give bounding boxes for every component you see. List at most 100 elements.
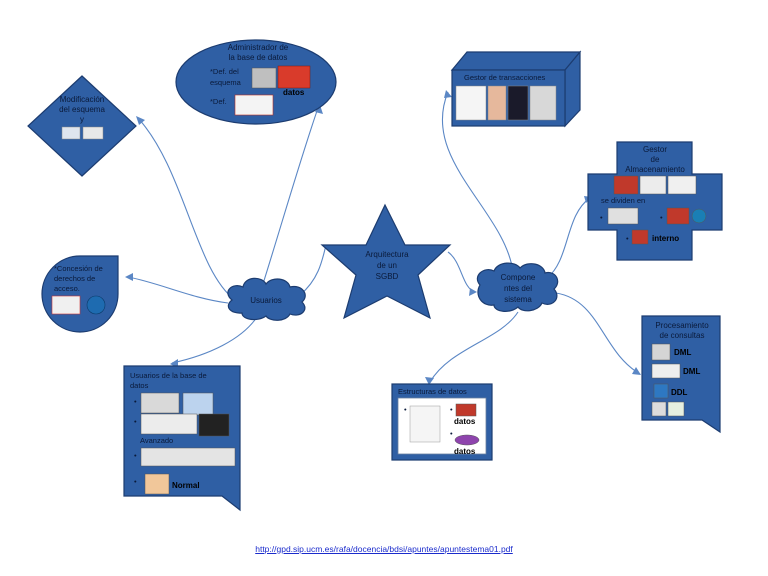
- usuarios-bd-line2: datos: [130, 381, 149, 390]
- center-star[interactable]: Arquitectura de un SGBD: [320, 203, 452, 320]
- center-line3: SGBD: [376, 272, 399, 281]
- procesamiento-dml2: DML: [683, 367, 700, 376]
- drive-image: [667, 175, 697, 195]
- usuarios-bd-avanzado: Avanzado: [140, 436, 173, 445]
- document-image: [234, 94, 274, 116]
- usuarios-bd-normal: Normal: [172, 481, 200, 490]
- almacenamiento-se-dividen: se dividen en: [601, 196, 645, 205]
- key-image: [51, 295, 81, 315]
- advanced-users-image: [140, 447, 236, 467]
- transacciones-box[interactable]: Gestor de transacciones: [450, 50, 582, 128]
- connector-componentes-almacenamiento: [546, 197, 591, 279]
- connector-usuarios-administrador: [261, 107, 319, 288]
- estructuras-title: Estructuras de datos: [398, 387, 467, 396]
- computer-image: [140, 413, 198, 435]
- bullet: •: [134, 397, 137, 406]
- almacenamiento-interno: interno: [652, 234, 679, 243]
- administrador-item2: *Def.: [210, 97, 227, 106]
- optimizer-image: [667, 401, 685, 417]
- modificacion-line3: y: [80, 115, 84, 124]
- estructuras-datos1: datos: [454, 417, 476, 426]
- modificacion-diamond[interactable]: Modificación del esquema y: [27, 75, 137, 177]
- modificacion-line2: del esquema: [59, 105, 105, 114]
- normal-user-image: [144, 473, 170, 495]
- internal-image: [631, 229, 649, 245]
- administrador-item1b: esquema: [210, 78, 242, 87]
- arrowhead: [469, 288, 477, 296]
- arrowhead: [125, 273, 133, 281]
- usuarios-cloud[interactable]: Usuarios: [227, 277, 306, 321]
- mouse-image: [198, 413, 230, 437]
- disk-icon: [691, 208, 707, 224]
- estructuras-box[interactable]: Estructuras de datos • • datos • datos: [391, 383, 493, 461]
- connector-usuarios-concesion: [127, 276, 229, 304]
- database-image: [277, 65, 311, 89]
- storage-image: [613, 175, 639, 195]
- bullet: •: [450, 405, 453, 414]
- almacenamiento-line1: Gestor: [643, 145, 667, 154]
- bullet: •: [450, 429, 453, 438]
- connector-usuarios-center: [299, 244, 327, 296]
- arrowhead: [632, 367, 641, 375]
- concesion-circle[interactable]: *Concesión de derechos de acceso.: [41, 255, 119, 333]
- usuarios-label: Usuarios: [250, 296, 282, 305]
- center-line2: de un: [377, 261, 397, 270]
- administrador-item1a: *Def. del: [210, 67, 239, 76]
- bullet: •: [404, 405, 407, 414]
- connector-componentes-procesamiento: [555, 292, 641, 375]
- source-link[interactable]: http://gpd.sip.ucm.es/rafa/docencia/bdsi…: [255, 544, 513, 554]
- transacciones-title: Gestor de transacciones: [464, 73, 546, 82]
- center-line1: Arquitectura: [365, 250, 409, 259]
- database-image: [455, 403, 477, 417]
- administrador-line2: la base de datos: [229, 53, 288, 62]
- hands-image: [529, 85, 557, 121]
- arrowhead: [136, 116, 145, 125]
- schema-image: [61, 126, 81, 140]
- componentes-cloud[interactable]: Compone ntes del sistema: [476, 262, 559, 312]
- modificacion-line1: Modificación: [60, 95, 104, 104]
- buffer-image: [666, 207, 690, 225]
- network-image: [507, 85, 529, 121]
- compiler-image: [651, 363, 681, 379]
- administrador-line1: Administrador de: [228, 43, 289, 52]
- componentes-line2: ntes del: [504, 284, 532, 293]
- connector-center-componentes: [447, 251, 476, 293]
- schema-image: [82, 126, 104, 140]
- almacenamiento-line3: Almacenamiento: [625, 165, 685, 174]
- drive-image: [639, 175, 667, 195]
- access-icon: [86, 295, 106, 315]
- interpreter-image: [653, 383, 669, 399]
- engine-image: [651, 401, 667, 417]
- concesion-line3: acceso.: [54, 284, 80, 293]
- almacenamiento-cross[interactable]: Gestor de Almacenamiento se dividen en •…: [587, 141, 723, 261]
- estructuras-datos2: datos: [454, 447, 476, 456]
- bullet: •: [134, 451, 137, 460]
- procesamiento-dml1: DML: [674, 348, 691, 357]
- usuarios-bd-document[interactable]: Usuarios de la base de datos • • Avanzad…: [123, 365, 241, 512]
- almacenamiento-line2: de: [651, 155, 660, 164]
- connector-usuarios-usuarios-bd: [171, 311, 261, 364]
- procesamiento-document[interactable]: Procesamiento de consultas DML DML DDL: [641, 315, 721, 434]
- users-image: [140, 392, 180, 414]
- administrador-datos: datos: [283, 88, 305, 97]
- connector-componentes-estructuras: [429, 311, 519, 383]
- concesion-line1: *Concesión de: [54, 264, 103, 273]
- procesamiento-line2: de consultas: [660, 331, 705, 340]
- arrowhead: [444, 90, 452, 98]
- bullet: •: [626, 234, 629, 243]
- procesamiento-line1: Procesamiento: [655, 321, 709, 330]
- server-image: [251, 67, 277, 89]
- bullet: •: [660, 213, 663, 222]
- file-image: [607, 207, 639, 225]
- bullet: •: [134, 417, 137, 426]
- arrowhead: [425, 377, 434, 385]
- globe-image: [182, 392, 214, 416]
- procesamiento-ddl: DDL: [671, 388, 688, 397]
- structure-diagram-image: [409, 405, 441, 443]
- concesion-line2: derechos de: [54, 274, 95, 283]
- componentes-line3: sistema: [504, 295, 532, 304]
- connector-componentes-transacciones: [441, 91, 514, 273]
- bullet: •: [134, 477, 137, 486]
- administrador-ellipse[interactable]: Administrador de la base de datos *Def. …: [175, 39, 337, 125]
